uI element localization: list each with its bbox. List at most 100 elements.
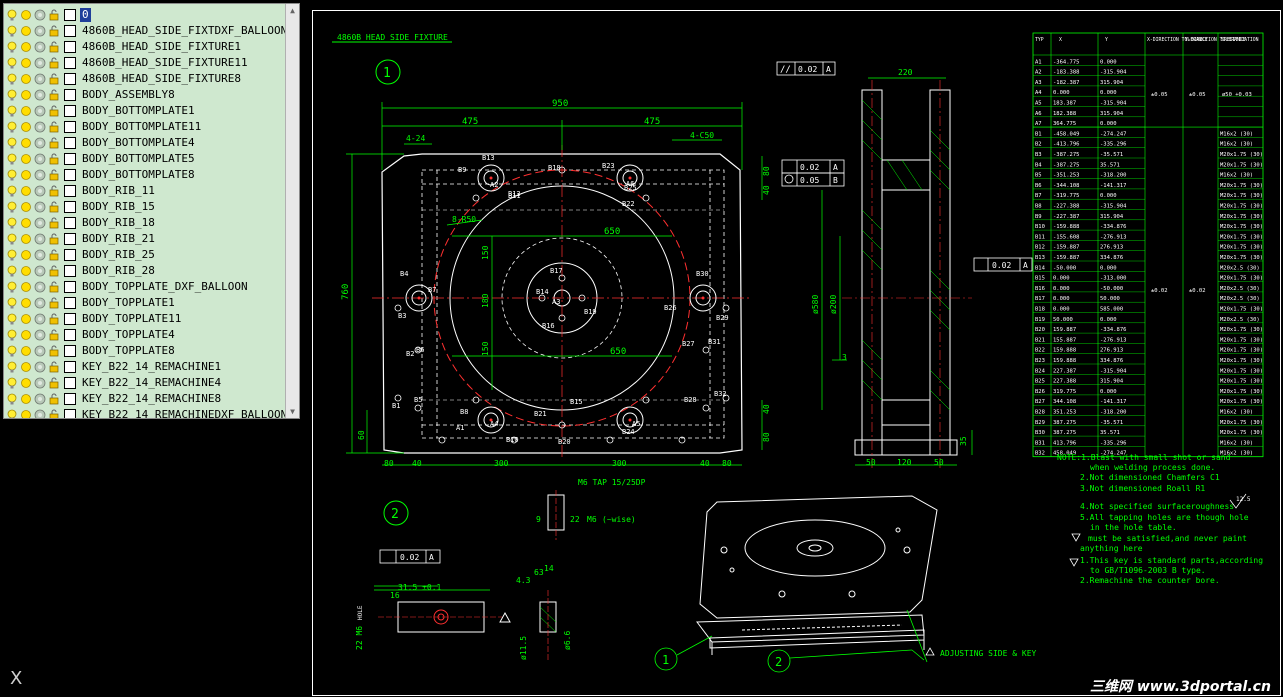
layer-row[interactable]: BODY_BOTTOMPLATE4 <box>4 135 287 151</box>
layer-row[interactable]: KEY_B22_14_REMACHINE4 <box>4 375 287 391</box>
color-swatch-icon[interactable] <box>64 217 76 229</box>
color-swatch-icon[interactable] <box>64 185 76 197</box>
color-swatch-icon[interactable] <box>64 57 76 69</box>
sun-icon[interactable] <box>20 201 32 213</box>
sun-icon[interactable] <box>20 121 32 133</box>
sun-icon[interactable] <box>20 89 32 101</box>
color-swatch-icon[interactable] <box>64 265 76 277</box>
layer-row[interactable]: BODY_TOPPLATE1 <box>4 295 287 311</box>
freeze-icon[interactable] <box>34 297 46 309</box>
sun-icon[interactable] <box>20 25 32 37</box>
freeze-icon[interactable] <box>34 233 46 245</box>
layer-row[interactable]: BODY_BOTTOMPLATE5 <box>4 151 287 167</box>
color-swatch-icon[interactable] <box>64 249 76 261</box>
color-swatch-icon[interactable] <box>64 89 76 101</box>
color-swatch-icon[interactable] <box>64 281 76 293</box>
color-swatch-icon[interactable] <box>64 313 76 325</box>
layer-row[interactable]: 4860B_HEAD_SIDE_FIXTDXF_BALLOON <box>4 23 287 39</box>
lightbulb-icon[interactable] <box>6 409 18 418</box>
cad-drawing[interactable]: 4860B_HEAD_SIDE_FIXTURE 1 <box>312 10 1282 697</box>
layer-row[interactable]: BODY_RIB_18 <box>4 215 287 231</box>
lightbulb-icon[interactable] <box>6 393 18 405</box>
lightbulb-icon[interactable] <box>6 73 18 85</box>
freeze-icon[interactable] <box>34 249 46 261</box>
scrollbar[interactable]: ▲ ▼ <box>285 4 299 418</box>
lightbulb-icon[interactable] <box>6 265 18 277</box>
sun-icon[interactable] <box>20 329 32 341</box>
color-swatch-icon[interactable] <box>64 169 76 181</box>
sun-icon[interactable] <box>20 217 32 229</box>
lock-icon[interactable] <box>48 137 60 149</box>
sun-icon[interactable] <box>20 265 32 277</box>
sun-icon[interactable] <box>20 9 32 21</box>
lightbulb-icon[interactable] <box>6 185 18 197</box>
sun-icon[interactable] <box>20 377 32 389</box>
lock-icon[interactable] <box>48 153 60 165</box>
lightbulb-icon[interactable] <box>6 57 18 69</box>
sun-icon[interactable] <box>20 105 32 117</box>
lightbulb-icon[interactable] <box>6 249 18 261</box>
color-swatch-icon[interactable] <box>64 297 76 309</box>
sun-icon[interactable] <box>20 185 32 197</box>
color-swatch-icon[interactable] <box>64 9 76 21</box>
color-swatch-icon[interactable] <box>64 121 76 133</box>
layer-row[interactable]: 4860B_HEAD_SIDE_FIXTURE11 <box>4 55 287 71</box>
sun-icon[interactable] <box>20 233 32 245</box>
freeze-icon[interactable] <box>34 89 46 101</box>
freeze-icon[interactable] <box>34 185 46 197</box>
layer-row[interactable]: BODY_ASSEMBLY8 <box>4 87 287 103</box>
sun-icon[interactable] <box>20 41 32 53</box>
layer-row[interactable]: 4860B_HEAD_SIDE_FIXTURE8 <box>4 71 287 87</box>
color-swatch-icon[interactable] <box>64 153 76 165</box>
color-swatch-icon[interactable] <box>64 409 76 418</box>
freeze-icon[interactable] <box>34 393 46 405</box>
lightbulb-icon[interactable] <box>6 377 18 389</box>
color-swatch-icon[interactable] <box>64 393 76 405</box>
layer-row[interactable]: BODY_BOTTOMPLATE11 <box>4 119 287 135</box>
lock-icon[interactable] <box>48 345 60 357</box>
layer-row[interactable]: BODY_RIB_11 <box>4 183 287 199</box>
sun-icon[interactable] <box>20 169 32 181</box>
lightbulb-icon[interactable] <box>6 41 18 53</box>
lock-icon[interactable] <box>48 361 60 373</box>
sun-icon[interactable] <box>20 409 32 418</box>
color-swatch-icon[interactable] <box>64 25 76 37</box>
freeze-icon[interactable] <box>34 377 46 389</box>
color-swatch-icon[interactable] <box>64 377 76 389</box>
lightbulb-icon[interactable] <box>6 89 18 101</box>
lock-icon[interactable] <box>48 297 60 309</box>
layer-row[interactable]: KEY_B22_14_REMACHINE1 <box>4 359 287 375</box>
lock-icon[interactable] <box>48 57 60 69</box>
layer-row[interactable]: BODY_TOPPLATE8 <box>4 343 287 359</box>
freeze-icon[interactable] <box>34 73 46 85</box>
lightbulb-icon[interactable] <box>6 121 18 133</box>
lightbulb-icon[interactable] <box>6 297 18 309</box>
lightbulb-icon[interactable] <box>6 329 18 341</box>
lock-icon[interactable] <box>48 185 60 197</box>
color-swatch-icon[interactable] <box>64 105 76 117</box>
lightbulb-icon[interactable] <box>6 361 18 373</box>
layer-row[interactable]: 4860B_HEAD_SIDE_FIXTURE1 <box>4 39 287 55</box>
sun-icon[interactable] <box>20 57 32 69</box>
lock-icon[interactable] <box>48 105 60 117</box>
freeze-icon[interactable] <box>34 201 46 213</box>
layer-row[interactable]: BODY_TOPPLATE11 <box>4 311 287 327</box>
lock-icon[interactable] <box>48 249 60 261</box>
lock-icon[interactable] <box>48 25 60 37</box>
sun-icon[interactable] <box>20 137 32 149</box>
lightbulb-icon[interactable] <box>6 281 18 293</box>
lock-icon[interactable] <box>48 393 60 405</box>
layer-row[interactable]: BODY_BOTTOMPLATE8 <box>4 167 287 183</box>
freeze-icon[interactable] <box>34 329 46 341</box>
freeze-icon[interactable] <box>34 153 46 165</box>
layer-row[interactable]: 0 <box>4 7 287 23</box>
freeze-icon[interactable] <box>34 217 46 229</box>
lock-icon[interactable] <box>48 73 60 85</box>
lightbulb-icon[interactable] <box>6 169 18 181</box>
lock-icon[interactable] <box>48 169 60 181</box>
lock-icon[interactable] <box>48 89 60 101</box>
lightbulb-icon[interactable] <box>6 217 18 229</box>
sun-icon[interactable] <box>20 297 32 309</box>
sun-icon[interactable] <box>20 313 32 325</box>
lightbulb-icon[interactable] <box>6 105 18 117</box>
